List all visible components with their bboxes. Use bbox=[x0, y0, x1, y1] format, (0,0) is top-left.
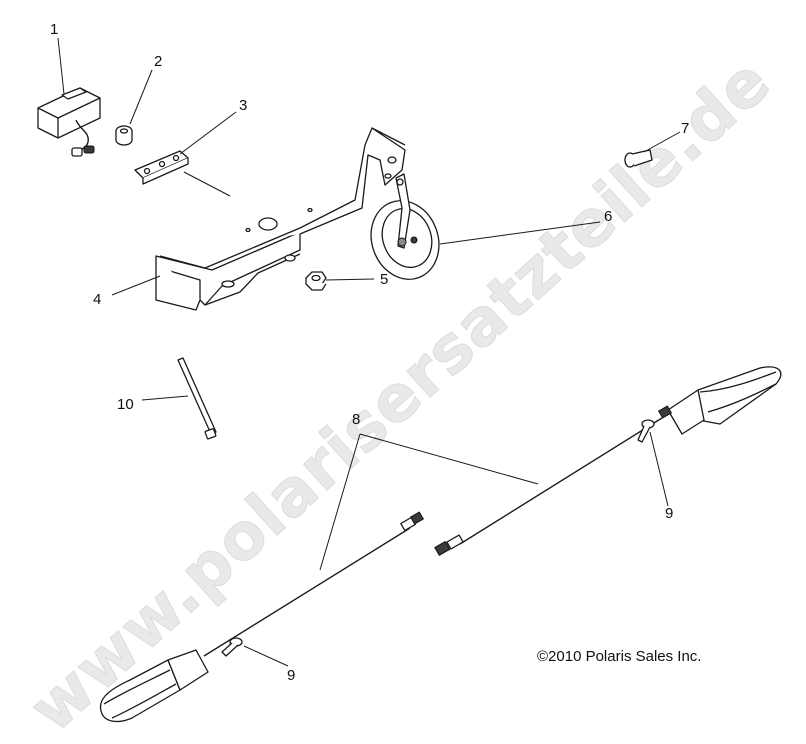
callout-1: 1 bbox=[50, 21, 58, 38]
copyright-notice: ©2010 Polaris Sales Inc. bbox=[537, 648, 701, 665]
callout-9-upper: 9 bbox=[665, 505, 673, 522]
part-3-plate[interactable] bbox=[134, 150, 189, 185]
callout-2: 2 bbox=[154, 53, 162, 70]
part-9-screw-upper[interactable] bbox=[637, 419, 655, 443]
part-1-tail-lamp[interactable] bbox=[37, 87, 101, 157]
callout-3: 3 bbox=[239, 97, 247, 114]
part-9-screw-lower[interactable] bbox=[221, 637, 243, 657]
leader-lines bbox=[57, 37, 681, 667]
callout-9-lower: 9 bbox=[287, 667, 295, 684]
callout-7: 7 bbox=[681, 120, 689, 137]
callout-10: 10 bbox=[117, 396, 134, 413]
part-7-bolt[interactable] bbox=[624, 149, 653, 168]
part-2-spacer[interactable] bbox=[115, 125, 133, 146]
part-5-nut[interactable] bbox=[305, 271, 327, 291]
callout-4: 4 bbox=[93, 291, 101, 308]
callout-5: 5 bbox=[380, 271, 388, 288]
callout-6: 6 bbox=[604, 208, 612, 225]
part-8-turn-signal-right[interactable] bbox=[434, 366, 782, 557]
part-6-horn[interactable] bbox=[360, 173, 449, 289]
callout-8: 8 bbox=[352, 411, 360, 428]
part-10-cable-tie[interactable] bbox=[177, 357, 217, 440]
part-8-turn-signal-left[interactable] bbox=[99, 511, 425, 723]
part-4-bracket[interactable] bbox=[155, 127, 406, 311]
